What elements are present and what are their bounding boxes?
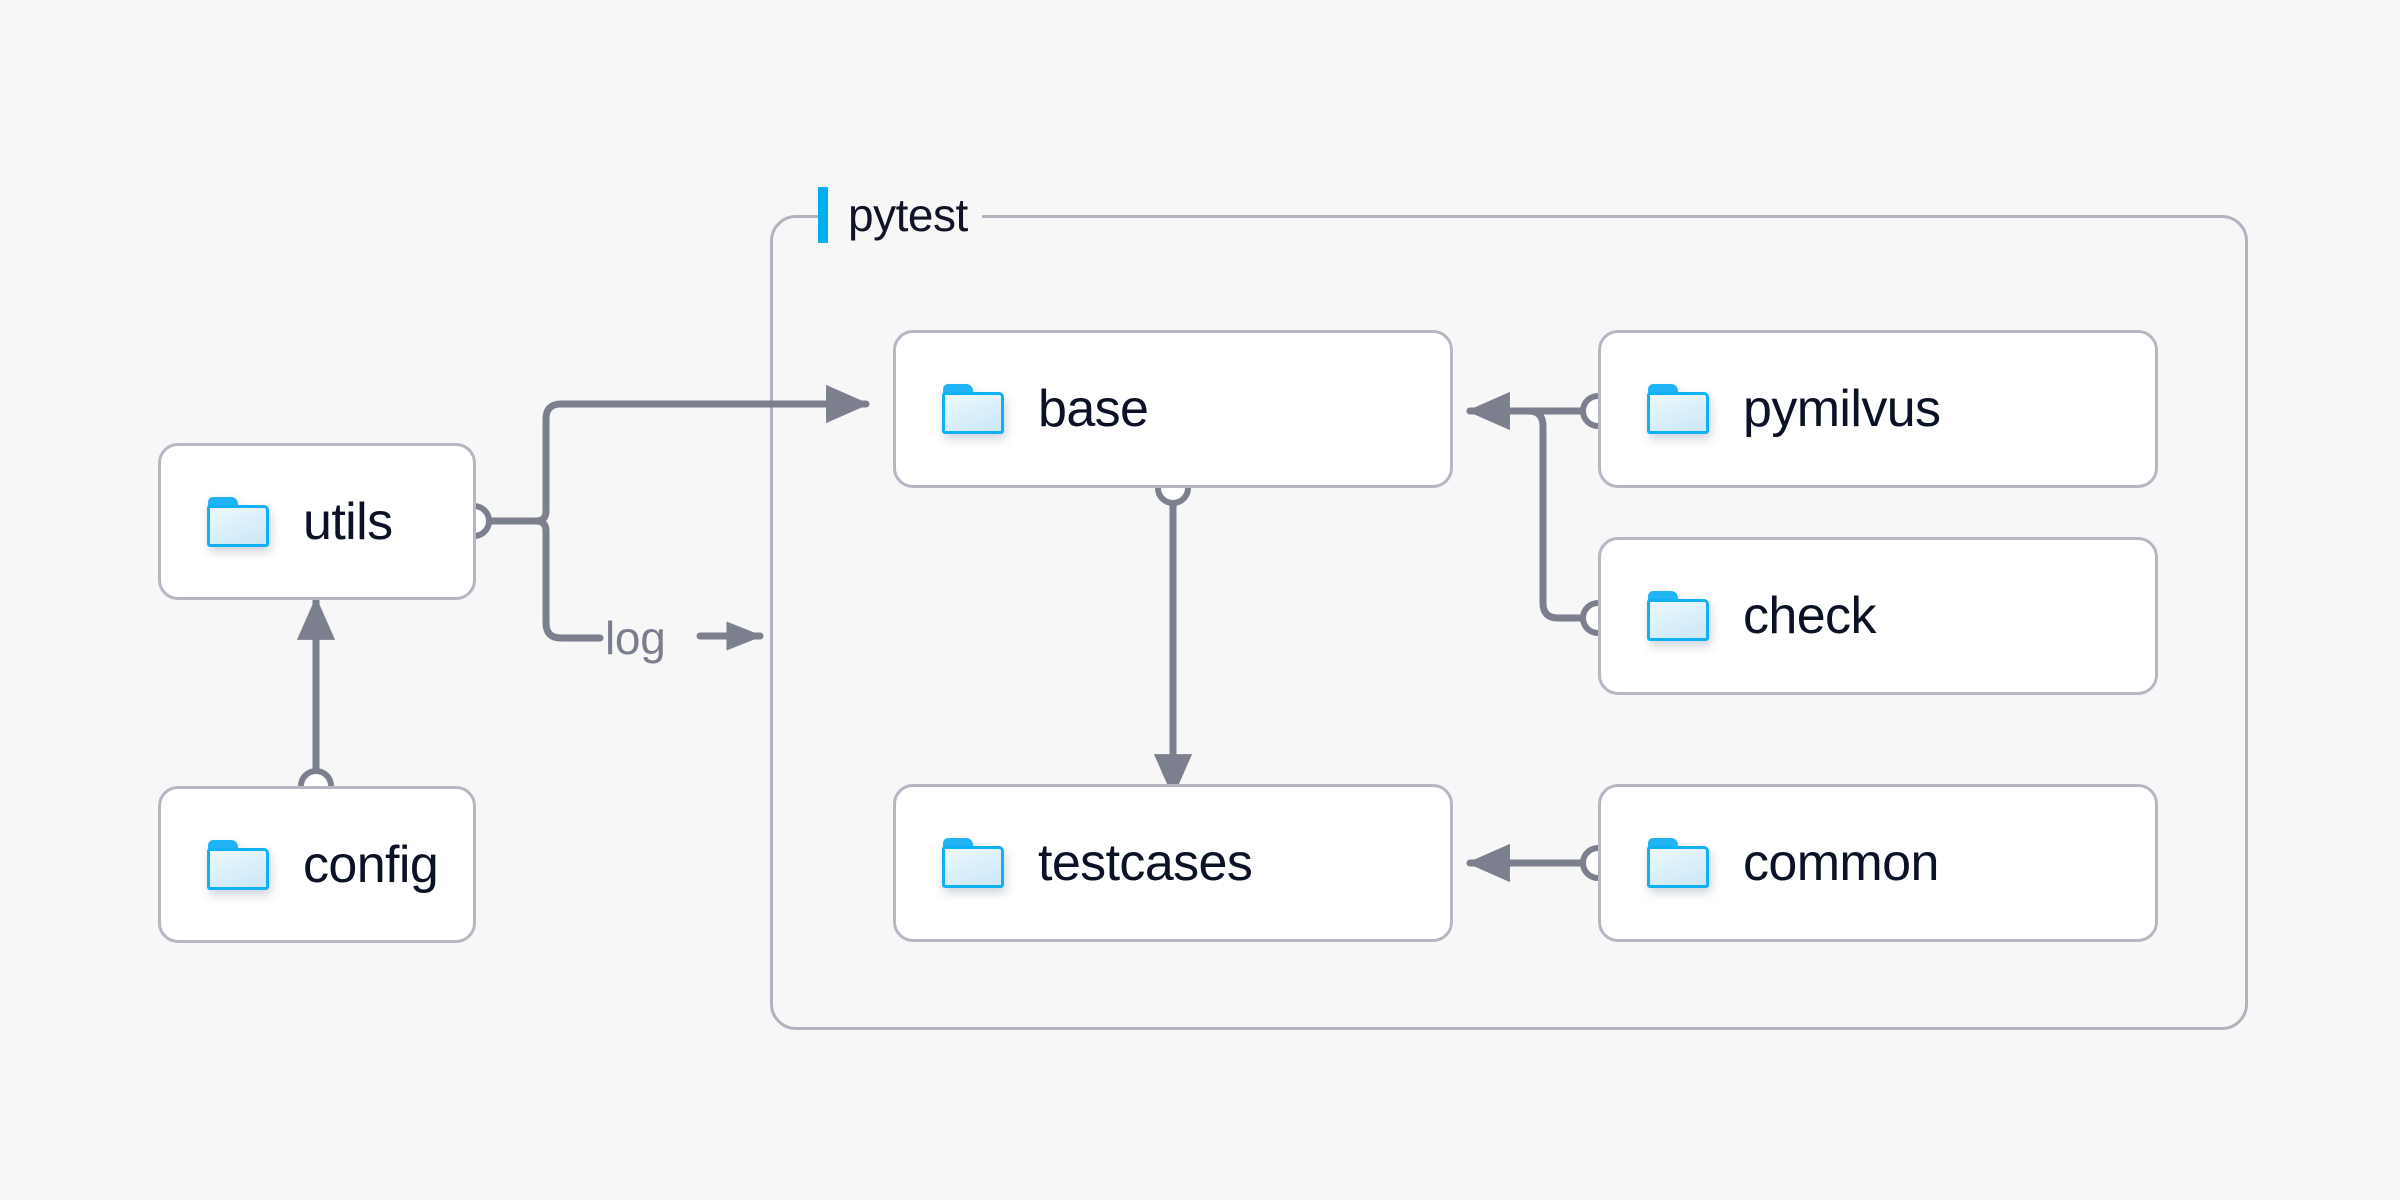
group-label-pytest: pytest bbox=[818, 183, 982, 247]
accent-bar-icon bbox=[818, 187, 828, 243]
node-label-common: common bbox=[1743, 834, 1939, 892]
node-pymilvus[interactable]: pymilvus bbox=[1598, 330, 2158, 488]
node-testcases[interactable]: testcases bbox=[893, 784, 1453, 942]
node-base[interactable]: base bbox=[893, 330, 1453, 488]
folder-icon bbox=[207, 839, 269, 890]
group-container-pytest bbox=[770, 215, 2248, 1030]
folder-icon bbox=[207, 496, 269, 547]
edge-label-log: log bbox=[605, 612, 666, 664]
folder-icon bbox=[1647, 384, 1709, 434]
node-utils[interactable]: utils bbox=[158, 443, 476, 600]
node-check[interactable]: check bbox=[1598, 537, 2158, 695]
node-config[interactable]: config bbox=[158, 786, 476, 943]
node-label-pymilvus: pymilvus bbox=[1743, 380, 1941, 438]
node-label-utils: utils bbox=[303, 492, 393, 551]
folder-icon bbox=[1647, 591, 1709, 641]
node-label-base: base bbox=[1038, 380, 1149, 438]
folder-icon bbox=[942, 384, 1004, 434]
node-common[interactable]: common bbox=[1598, 784, 2158, 942]
folder-icon bbox=[942, 838, 1004, 888]
folder-icon bbox=[1647, 838, 1709, 888]
node-label-testcases: testcases bbox=[1038, 834, 1253, 892]
node-label-config: config bbox=[303, 835, 439, 894]
node-label-check: check bbox=[1743, 587, 1876, 645]
group-title-text: pytest bbox=[848, 189, 968, 241]
